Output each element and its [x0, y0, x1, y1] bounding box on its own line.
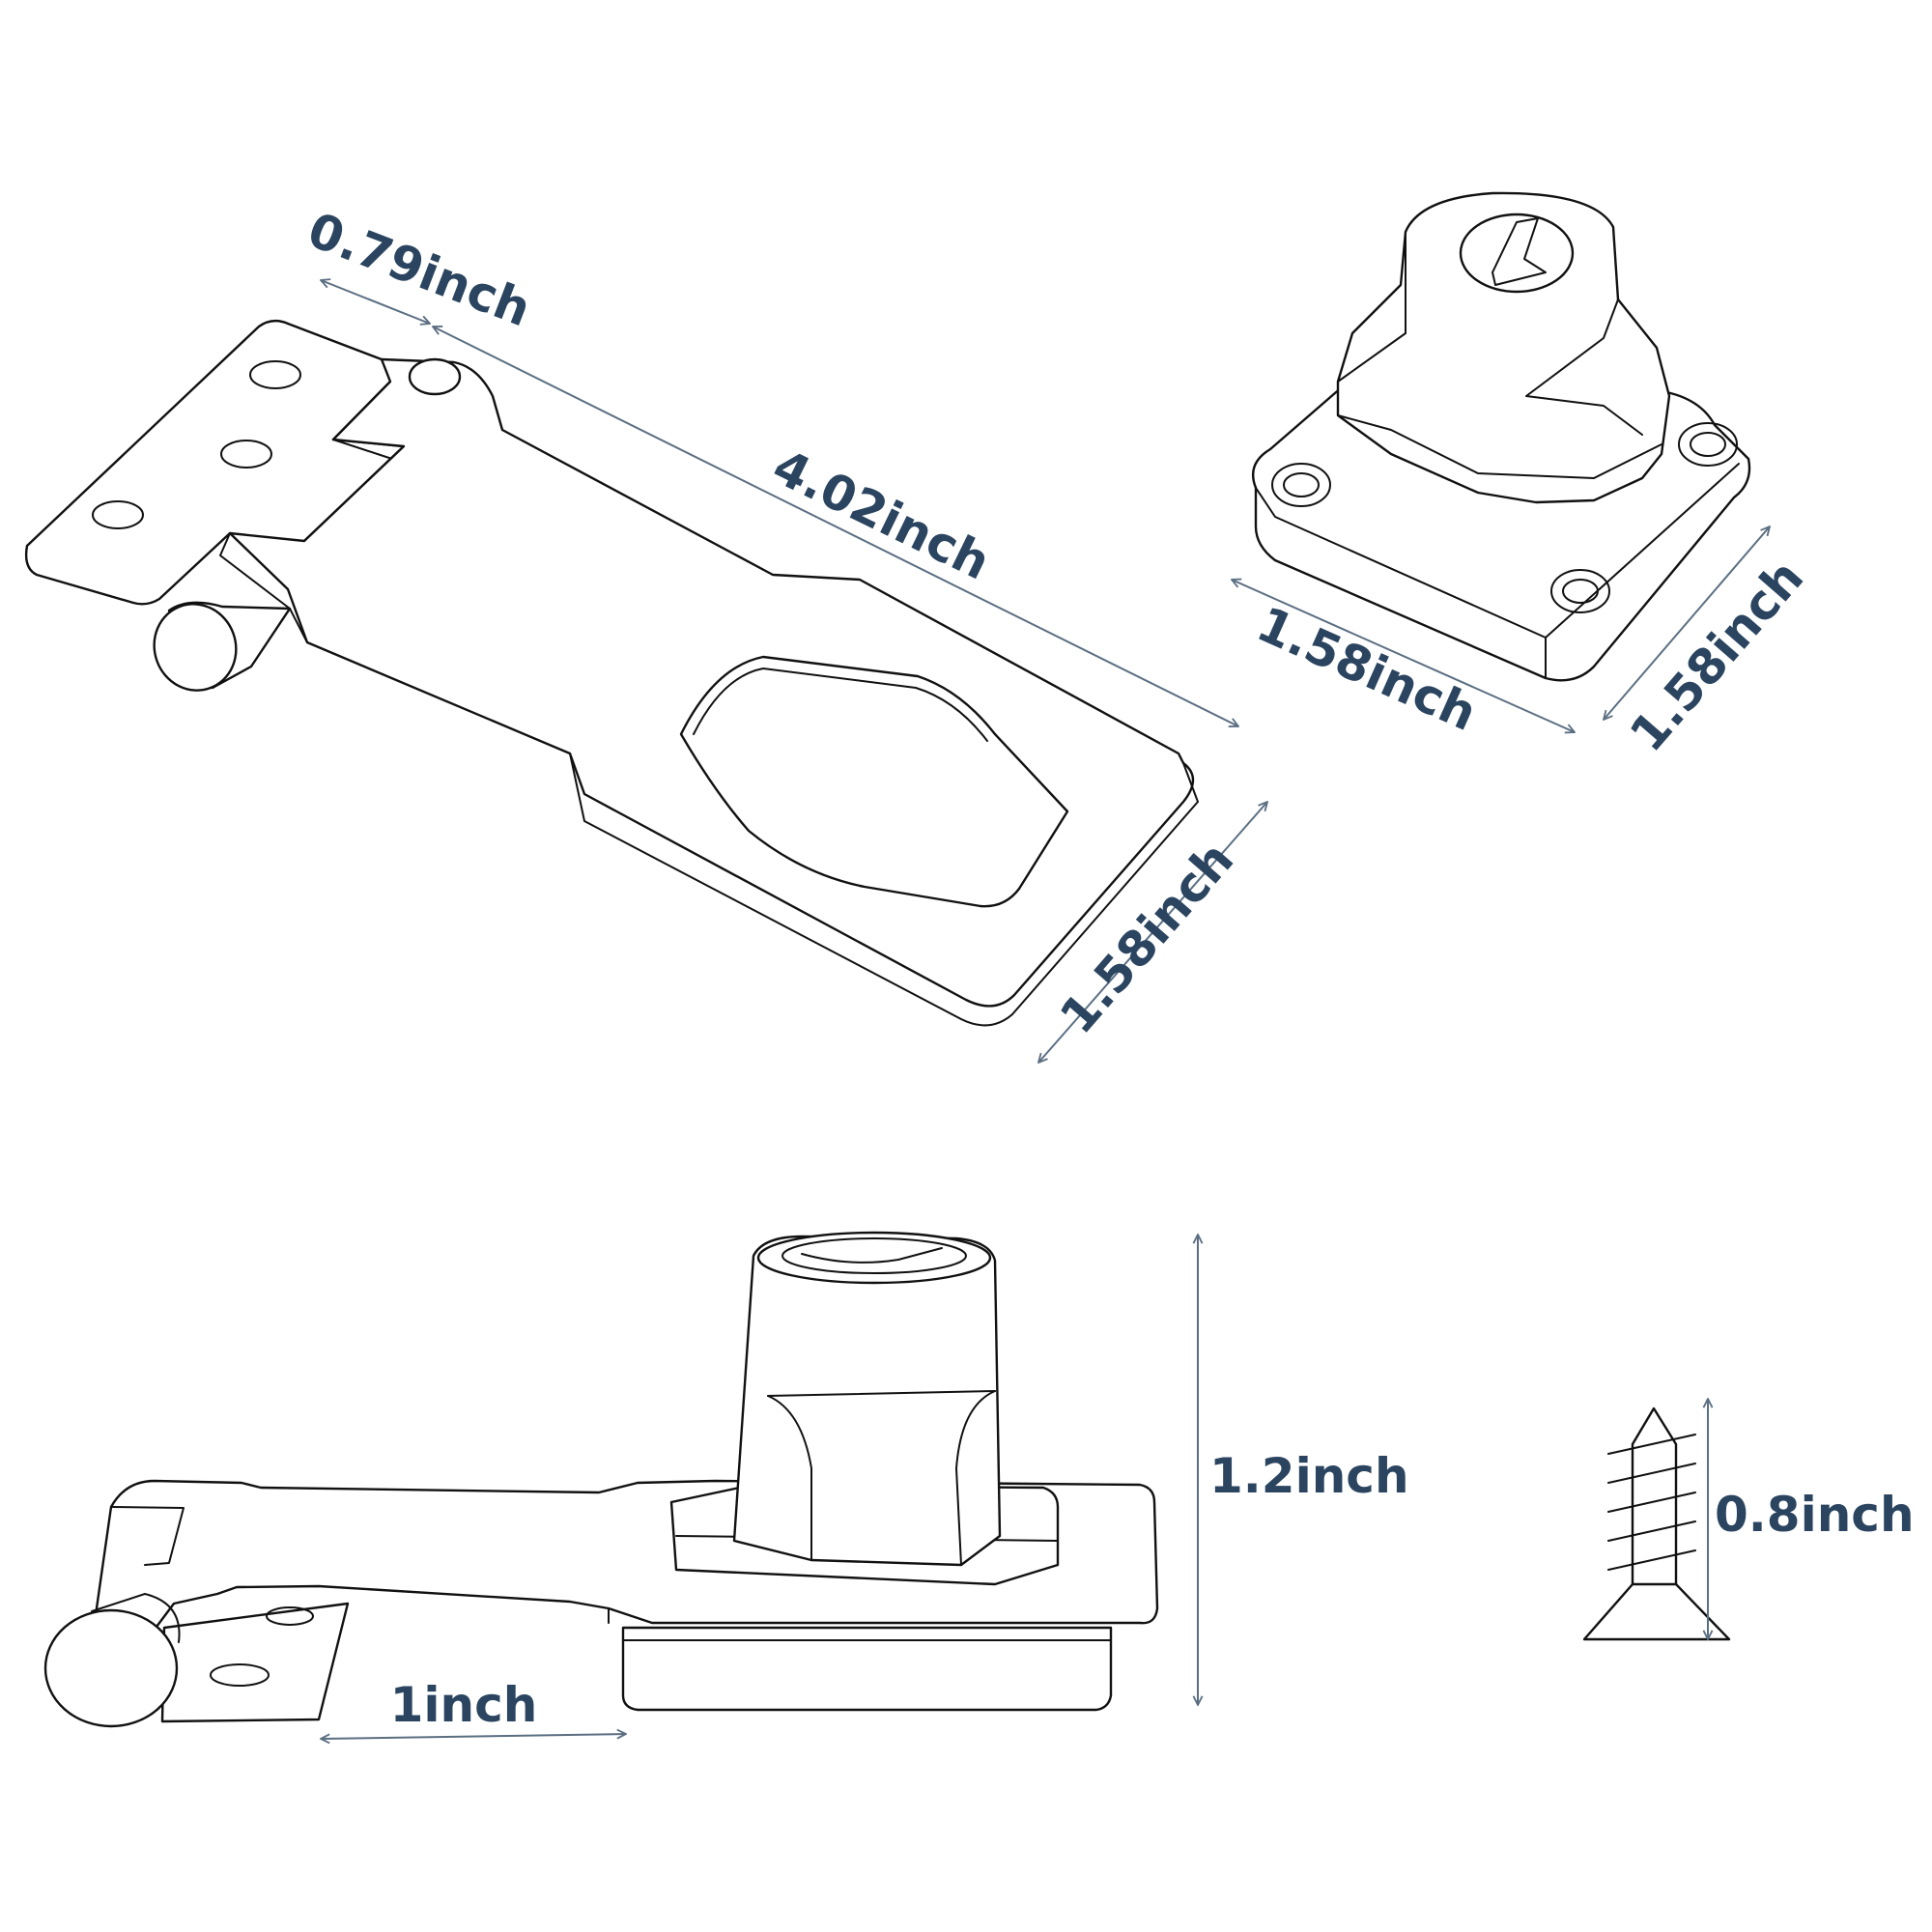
label-screw-length: 0.8inch	[1715, 1487, 1915, 1543]
label-hasp-length: 4.02inch	[764, 439, 998, 591]
label-hinge-offset: 1inch	[390, 1677, 538, 1733]
dimension-lines	[321, 280, 1770, 1739]
dim-line-hasp-width	[1038, 802, 1267, 1063]
assembly-side-view-drawing	[43, 1231, 1159, 1728]
dim-line-lock-base-depth	[1604, 526, 1770, 720]
label-hinge-leaf-width: 0.79inch	[300, 202, 538, 338]
hasp-drawing	[24, 319, 1199, 1027]
dim-line-hasp-length	[433, 327, 1238, 726]
dim-line-lock-base-width	[1232, 580, 1575, 732]
label-assembly-height: 1.2inch	[1209, 1448, 1409, 1504]
dim-line-hinge-leaf-width	[321, 280, 430, 324]
lock-top-view-drawing	[1251, 191, 1751, 682]
dim-line-hinge-offset	[321, 1734, 626, 1739]
screw-drawing	[1582, 1406, 1731, 1641]
